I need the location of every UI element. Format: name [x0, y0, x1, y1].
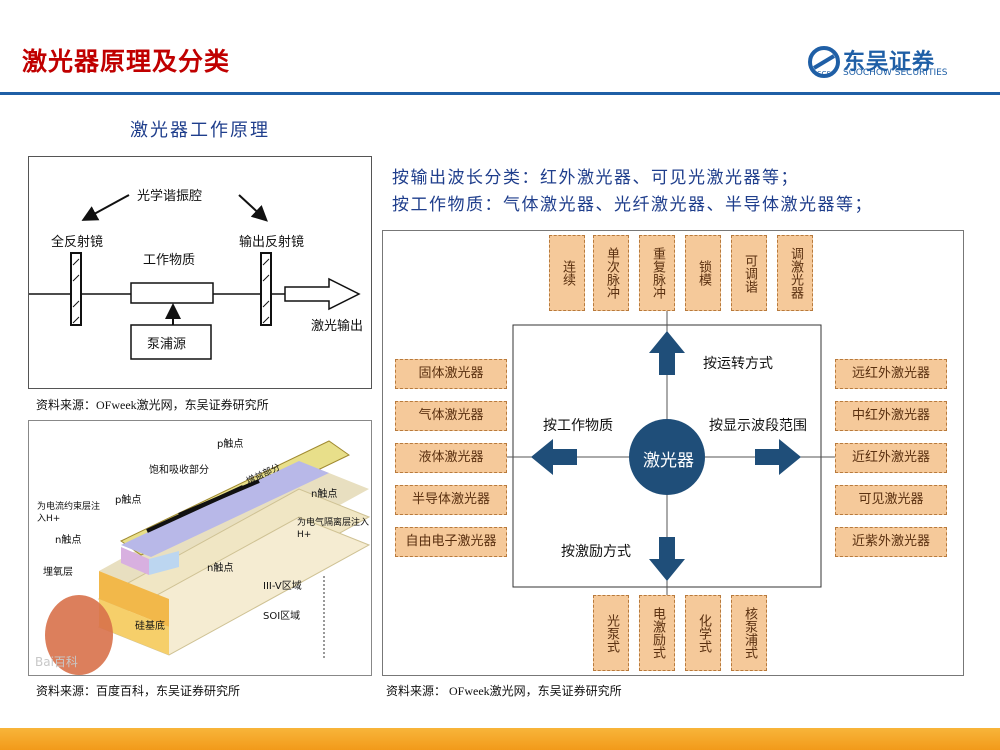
p-contact-top-label: p触点 [217, 439, 244, 450]
left-arrow-label: 按工作物质 [543, 418, 613, 434]
oxide-label: 埋氧层 [43, 567, 73, 578]
right-arrow-label: 按显示波段范围 [709, 418, 807, 434]
right-item: 中红外激光器 [835, 401, 947, 431]
right-arrow [755, 439, 801, 475]
laser-beam-shape [45, 595, 113, 675]
structure-diagram-panel: p触点 饱和吸收部分 增益部分 p触点 n触点 为电流约束层注入H+ n触点 为… [28, 420, 372, 676]
top-item: 单次脉冲 [593, 235, 629, 311]
soochow-logo-icon: SCS [808, 46, 840, 78]
classification-line-2: 按工作物质：气体激光器、光纤激光器、半导体激光器等； [392, 195, 873, 215]
top-item: 调激光器 [777, 235, 813, 311]
full-mirror-label: 全反射镜 [51, 235, 104, 250]
classification-line-1: 按输出波长分类：红外激光器、可见光激光器等； [392, 168, 799, 188]
substrate-label: 硅基底 [135, 621, 165, 632]
top-item: 重复脉冲 [639, 235, 675, 311]
left-item: 固体激光器 [395, 359, 507, 389]
output-arrow [284, 277, 361, 311]
pump-box [130, 324, 212, 360]
medium-label: 工作物质 [143, 253, 196, 268]
center-circle [629, 419, 705, 495]
left-item: 半导体激光器 [395, 485, 507, 515]
structure-caption: 资料来源：百度百科，东吴证券研究所 [36, 684, 241, 698]
output-mirror-shape [260, 252, 272, 326]
right-item: 近红外激光器 [835, 443, 947, 473]
bottom-item: 光泵式 [593, 595, 629, 671]
left-item: 气体激光器 [395, 401, 507, 431]
classification-diagram-panel: 激光器 按运转方式 按工作物质 按显示波段范围 按激励方式 连续 单次脉冲 重复… [382, 230, 964, 676]
current-layer-label: 为电流约束层注入H+ [37, 502, 101, 524]
soi-label: SOI区域 [263, 611, 301, 622]
down-arrow [649, 537, 685, 581]
up-arrow [649, 331, 685, 375]
principle-diagram-panel: 光学谐振腔 全反射镜 输出反射镜 工作物质 泵浦源 激光输出 [28, 156, 372, 389]
logo-english-text: SOOCHOW SECURITIES [843, 68, 948, 78]
pump-label: 泵浦源 [147, 337, 187, 352]
principle-caption: 资料来源：OFweek激光网，东吴证券研究所 [36, 398, 269, 412]
n-contact-mid-label: n触点 [207, 563, 234, 574]
bottom-item: 核泵浦式 [731, 595, 767, 671]
n-contact-left-label: n触点 [55, 535, 82, 546]
page-title: 激光器原理及分类 [22, 47, 231, 76]
footer-bar [0, 728, 1000, 750]
right-item: 近紫外激光器 [835, 527, 947, 557]
principle-diagram-svg [29, 194, 361, 360]
classification-caption: 资料来源： OFweek激光网，东吴证券研究所 [386, 684, 622, 698]
top-item: 锁模 [685, 235, 721, 311]
sat-abs-label: 饱和吸收部分 [149, 465, 209, 476]
resonator-label: 光学谐振腔 [137, 189, 203, 204]
top-item: 连续 [549, 235, 585, 311]
top-arrow-label: 按运转方式 [703, 356, 773, 372]
output-label: 激光输出 [311, 319, 364, 334]
header-divider [0, 92, 1000, 95]
right-item: 可见激光器 [835, 485, 947, 515]
bottom-arrow-label: 按激励方式 [561, 544, 631, 560]
structure-diagram-svg [45, 440, 371, 675]
svg-text:SCS: SCS [817, 70, 831, 78]
iii-v-label: III-V区域 [263, 581, 302, 592]
section-subtitle: 激光器工作原理 [130, 120, 270, 141]
medium-shape [130, 282, 214, 304]
bottom-item: 化学式 [685, 595, 721, 671]
n-contact-right-label: n触点 [311, 489, 338, 500]
left-arrow [531, 439, 577, 475]
p-contact-label: p触点 [115, 495, 142, 506]
left-item: 自由电子激光器 [395, 527, 507, 557]
output-mirror-label: 输出反射镜 [239, 235, 305, 250]
isolation-label: 为电气隔离层注入H+ [297, 518, 370, 540]
full-mirror-shape [70, 252, 82, 326]
logo-chinese-text: 东吴证券 [843, 50, 936, 75]
bottom-item: 电激励式 [639, 595, 675, 671]
left-item: 液体激光器 [395, 443, 507, 473]
classification-diagram-svg [481, 289, 855, 611]
right-item: 远红外激光器 [835, 359, 947, 389]
center-label: 激光器 [643, 451, 694, 471]
top-item: 可调谐 [731, 235, 767, 311]
watermark-text: Bai百科 [35, 655, 78, 669]
